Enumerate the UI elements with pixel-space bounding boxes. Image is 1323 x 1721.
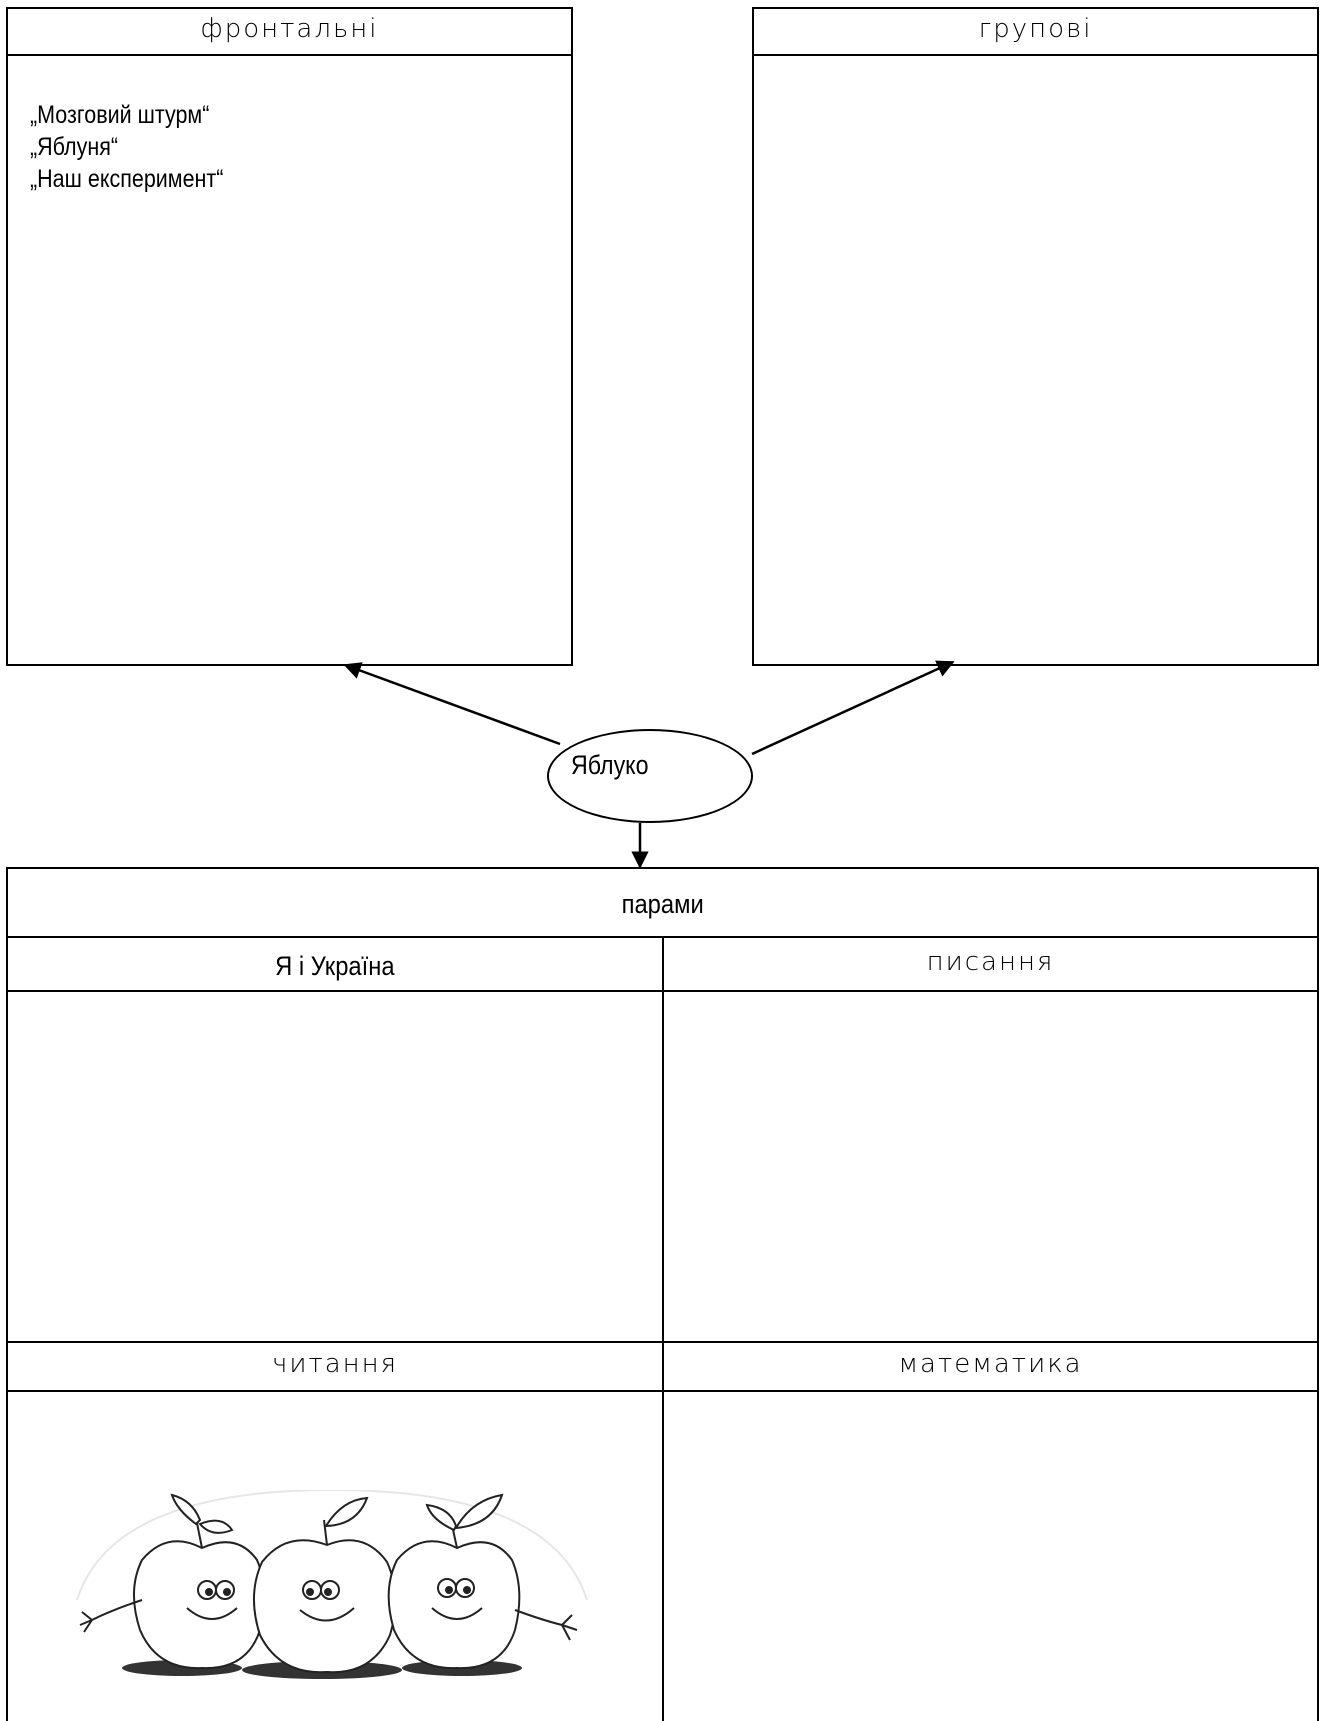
cell-heading-ukraine: Я і Україна (8, 938, 662, 990)
apple-middle-icon (254, 1498, 395, 1672)
cell-heading-writing: писання (664, 938, 1317, 990)
group-methods-box: групові (752, 7, 1319, 666)
frontal-methods-title: фронтальні (8, 9, 571, 56)
three-smiling-apples-illustration (72, 1490, 592, 1690)
cell-heading-reading: читання (8, 1340, 662, 1392)
pairs-title: парами (8, 869, 1317, 938)
list-item: „Мозговий штурм“ (30, 99, 223, 131)
apple-right-icon (389, 1495, 577, 1668)
apple-left-icon (80, 1495, 264, 1668)
center-label: Яблуко (571, 750, 649, 781)
list-item: „Яблуня“ (30, 131, 223, 163)
group-methods-title: групові (754, 9, 1317, 56)
arrow-to-frontal (345, 665, 560, 744)
list-item: „Наш експеримент“ (30, 163, 223, 195)
frontal-methods-list: „Мозговий штурм“ „Яблуня“ „Наш експериме… (30, 99, 223, 195)
pairs-title-text: парами (621, 869, 703, 939)
column-divider (662, 936, 664, 1721)
frontal-methods-box: фронтальні „Мозговий штурм“ „Яблуня“ „На… (6, 7, 573, 666)
cell-heading-math: математика (664, 1340, 1317, 1392)
row-divider (8, 990, 1317, 992)
cell-heading-ukraine-text: Я і Україна (275, 938, 394, 994)
arrow-to-group (752, 662, 953, 754)
